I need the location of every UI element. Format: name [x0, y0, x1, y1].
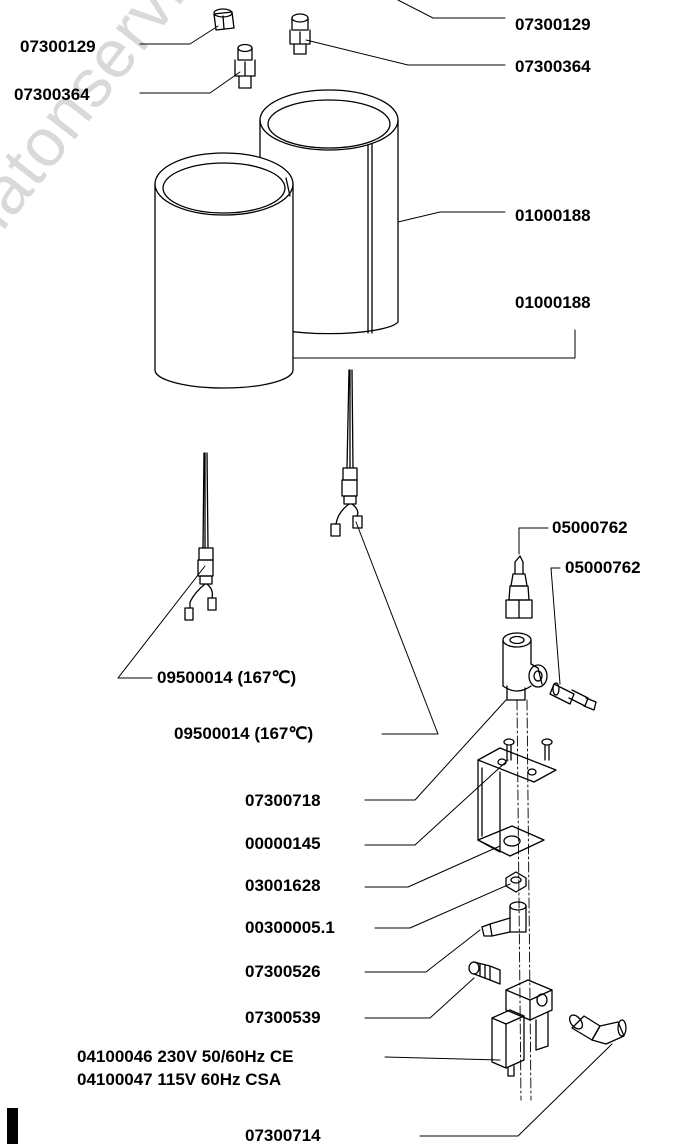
callout-nozzle-top: 05000762 — [552, 518, 628, 537]
elbow-bottom — [568, 1014, 627, 1045]
valve-07300364-left — [234, 43, 256, 89]
callout-sensor-left: 09500014 (167℃) — [157, 668, 297, 687]
callout-nozzle-side: 05000762 — [565, 558, 641, 577]
callout-solenoid-line2: 04100047 115V 60Hz CSA — [77, 1070, 282, 1089]
tee-fitting — [502, 632, 548, 701]
callout-top-fitting-left: 07300129 — [20, 37, 96, 56]
callout-elbow-bottom: 07300714 — [245, 1126, 321, 1145]
callout-sensor-right: 09500014 (167℃) — [174, 724, 314, 743]
callout-heater-back: 01000188 — [515, 206, 591, 225]
elbow-fitting — [481, 901, 527, 937]
screws — [503, 738, 553, 761]
leader-lines-nozzles — [518, 527, 561, 685]
callout-solenoid-line1: 04100046 230V 50/60Hz CE — [77, 1047, 294, 1066]
nozzle-top — [505, 555, 533, 619]
callout-valve-left: 07300364 — [14, 85, 90, 104]
page-marker — [7, 1108, 18, 1144]
callout-heater-front: 01000188 — [515, 293, 591, 312]
callout-valve-right: 07300364 — [515, 57, 591, 76]
callout-screw: 00000145 — [245, 834, 321, 853]
fitting-07300129-right — [289, 13, 311, 55]
callout-tee: 07300718 — [245, 791, 321, 810]
solenoid-valve — [491, 979, 553, 1077]
heater-cylinder-front — [154, 152, 294, 389]
connector — [468, 961, 501, 985]
sensor-left — [184, 452, 217, 621]
sensor-right — [330, 369, 363, 537]
leader-lines-top — [139, 0, 506, 94]
leader-lines-lower — [364, 699, 613, 1137]
leader-lines-heater — [292, 211, 576, 359]
fitting-07300129-left — [213, 8, 235, 31]
callout-bracket: 03001628 — [245, 876, 321, 895]
nut — [505, 871, 527, 893]
callout-connector: 07300539 — [245, 1008, 321, 1027]
callout-top-fitting-right: 07300129 — [515, 15, 591, 34]
assembly-axis — [516, 699, 532, 1101]
callout-nut: 00300005.1 — [245, 918, 335, 937]
callout-elbow: 07300526 — [245, 962, 321, 981]
bracket — [477, 747, 557, 857]
nozzle-side — [549, 682, 597, 711]
leader-lines-sensors — [117, 521, 439, 735]
